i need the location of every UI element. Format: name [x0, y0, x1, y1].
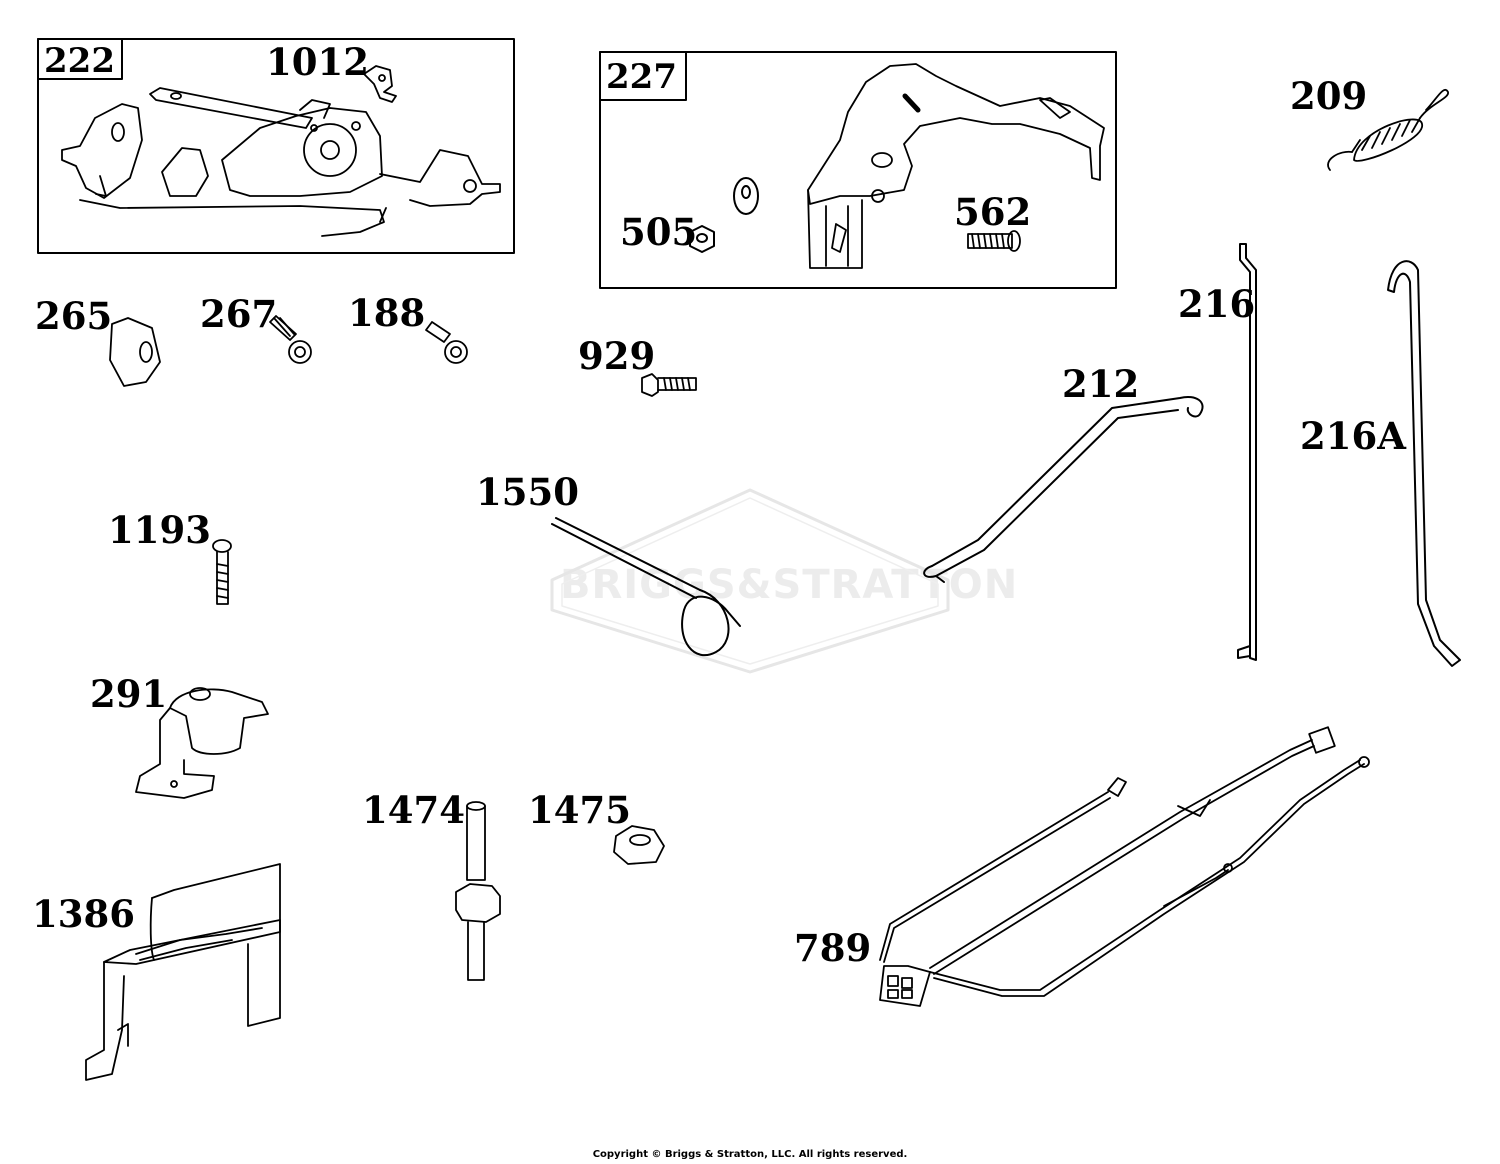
throttle-bracket: [807, 63, 1105, 269]
spring-209: [1327, 89, 1449, 171]
group-label-227: 227: [606, 57, 677, 97]
screw-562: [967, 230, 1021, 252]
watermark-hexagon: [550, 488, 950, 674]
governor-lever-291: [135, 687, 269, 799]
part-label-1474: 1474: [362, 788, 465, 832]
part-label-1386: 1386: [32, 892, 135, 936]
governor-shaft-1474: [455, 801, 501, 981]
torsion-spring-1550: [551, 517, 741, 657]
clip-265: [109, 317, 161, 387]
part-label-562: 562: [954, 190, 1032, 234]
part-label-1012: 1012: [266, 40, 369, 84]
governor-control-assembly: [61, 87, 501, 237]
group-box-222: [37, 38, 515, 254]
part-label-1550: 1550: [476, 470, 579, 514]
part-label-216: 216: [1178, 282, 1256, 326]
rod-216A: [1387, 260, 1461, 667]
part-label-212: 212: [1062, 362, 1140, 406]
screw-267: [269, 315, 312, 364]
group-label-222: 222: [44, 41, 115, 81]
part-label-209: 209: [1290, 74, 1368, 118]
wiring-harness-789: [879, 726, 1370, 1007]
copyright-notice: Copyright © Briggs & Stratton, LLC. All …: [592, 1149, 908, 1160]
part-label-216A: 216A: [1300, 414, 1406, 458]
part-label-1475: 1475: [528, 788, 631, 832]
screw-929: [641, 373, 697, 397]
part-label-789: 789: [794, 926, 872, 970]
part-label-265: 265: [35, 294, 113, 338]
part-label-267: 267: [200, 292, 278, 336]
nut-505: [689, 225, 715, 253]
air-vane-1386: [85, 863, 281, 1081]
rod-212: [923, 396, 1204, 583]
rod-216: [1237, 243, 1257, 661]
part-label-929: 929: [578, 334, 656, 378]
screw-188: [425, 321, 468, 364]
clip-1012: [363, 65, 397, 103]
screw-1193: [212, 539, 232, 605]
part-label-1193: 1193: [108, 508, 211, 552]
part-label-291: 291: [90, 672, 168, 716]
washer-227: [733, 177, 759, 215]
group-box-227: [599, 51, 1117, 289]
nut-1475: [613, 825, 665, 865]
part-label-188: 188: [348, 291, 426, 335]
part-label-505: 505: [620, 210, 698, 254]
